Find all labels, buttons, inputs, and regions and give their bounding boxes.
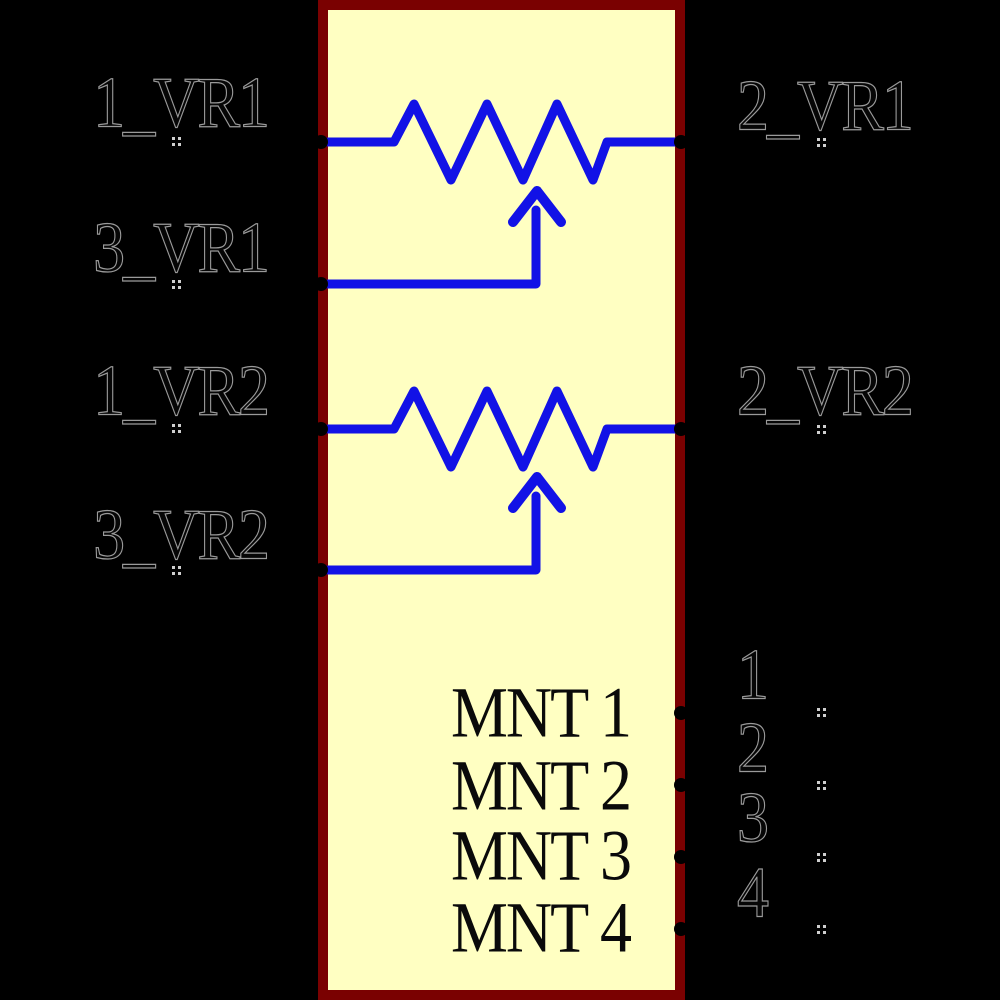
pin-label-mnt3[interactable]: MNT 3 (450, 815, 632, 896)
vr1-wiper-wire[interactable] (323, 205, 541, 289)
pin-label-3-vr1[interactable]: 3_VR1 (93, 207, 271, 288)
pin-marker-dots (817, 425, 820, 428)
vr2-wiper-arrow-icon (508, 472, 566, 513)
pin-label-1-vr2[interactable]: 1_VR2 (93, 350, 271, 431)
vr2-resistor-zigzag[interactable] (323, 386, 680, 472)
pin-dot-2-vr1[interactable] (674, 135, 688, 149)
pin-label-2-vr2[interactable]: 2_VR2 (736, 350, 914, 431)
pin-dot-mnt2[interactable] (674, 778, 688, 792)
pin-marker-dots (172, 566, 175, 569)
pin-marker-dots (817, 853, 820, 856)
pin-label-1-vr1[interactable]: 1_VR1 (93, 62, 271, 143)
pin-dot-1-vr1[interactable] (314, 135, 328, 149)
pin-dot-3-vr1[interactable] (314, 277, 328, 291)
pin-label-3-vr2[interactable]: 3_VR2 (93, 494, 271, 575)
pin-label-2-vr1[interactable]: 2_VR1 (736, 65, 914, 146)
pin-label-mnt1[interactable]: MNT 1 (450, 672, 632, 753)
pin-dot-mnt4[interactable] (674, 922, 688, 936)
pin-number-mnt2[interactable]: 2 (736, 707, 769, 788)
vr1-resistor-zigzag[interactable] (323, 99, 680, 185)
pin-number-mnt4[interactable]: 4 (736, 852, 769, 933)
pin-dot-3-vr2[interactable] (314, 563, 328, 577)
pin-marker-dots (817, 708, 820, 711)
pin-marker-dots (817, 925, 820, 928)
pin-marker-dots (172, 137, 175, 140)
pin-label-mnt4[interactable]: MNT 4 (450, 887, 632, 968)
pin-dot-2-vr2[interactable] (674, 422, 688, 436)
pin-dot-1-vr2[interactable] (314, 422, 328, 436)
pin-marker-dots (817, 781, 820, 784)
vr2-wiper-wire[interactable] (323, 491, 541, 575)
pin-marker-dots (817, 138, 820, 141)
pin-number-mnt1[interactable]: 1 (736, 634, 769, 715)
pin-marker-dots (172, 280, 175, 283)
pin-label-mnt2[interactable]: MNT 2 (450, 745, 632, 826)
pin-number-mnt3[interactable]: 3 (736, 777, 769, 858)
pin-marker-dots (172, 424, 175, 427)
pin-dot-mnt1[interactable] (674, 706, 688, 720)
component-body[interactable] (318, 0, 685, 1000)
pin-dot-mnt3[interactable] (674, 850, 688, 864)
vr1-wiper-arrow-icon (508, 186, 566, 227)
